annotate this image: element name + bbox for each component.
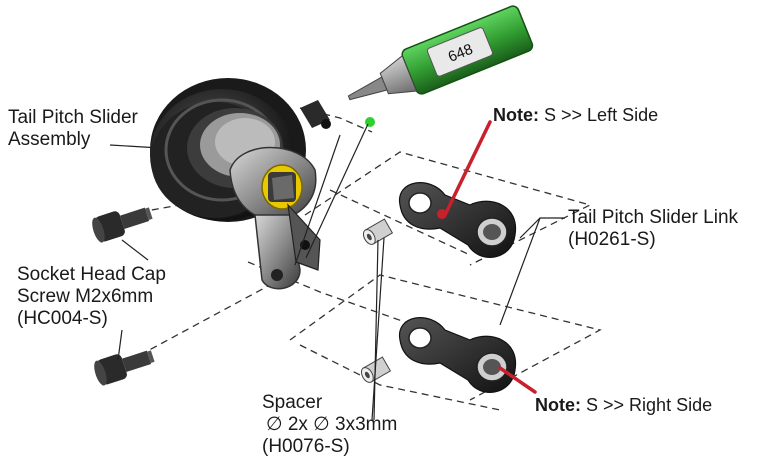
label-socket-screw-line2: Screw M2x6mm bbox=[17, 286, 154, 307]
socket-head-screw-top-icon bbox=[92, 207, 153, 243]
label-socket-screw-line1: Socket Head Cap bbox=[17, 264, 166, 285]
socket-head-screw-bottom-icon bbox=[94, 350, 155, 386]
tail-pitch-slider-assembly-icon bbox=[150, 78, 331, 290]
note-left-text: S >> Left Side bbox=[544, 105, 659, 125]
note-left-side: Note: S >> Left Side bbox=[493, 104, 658, 126]
slider-link-top-icon bbox=[399, 182, 517, 258]
label-slider-link-line1: Tail Pitch Slider Link bbox=[568, 207, 739, 228]
label-slider-assembly: Tail Pitch Slider Assembly bbox=[8, 107, 138, 151]
label-spacer-line3: (H0076-S) bbox=[262, 436, 350, 457]
note-right-text: S >> Right Side bbox=[586, 395, 713, 415]
label-spacer-line2: ∅ 2x ∅ 3x3mm bbox=[266, 414, 398, 435]
note-right-prefix: Note: bbox=[535, 395, 581, 415]
note-right-side: Note: S >> Right Side bbox=[535, 394, 712, 416]
note-pointers bbox=[443, 120, 537, 394]
label-slider-link: Tail Pitch Slider Link (H0261-S) bbox=[568, 207, 738, 251]
label-slider-assembly-line1: Tail Pitch Slider bbox=[8, 107, 138, 128]
label-socket-screw: Socket Head Cap Screw M2x6mm (HC004-S) bbox=[17, 264, 166, 330]
threadlock-tube-icon: 648 bbox=[347, 5, 534, 101]
label-slider-link-line2: (H0261-S) bbox=[568, 229, 656, 250]
spacer-bottom-icon bbox=[360, 356, 392, 383]
leader-lines bbox=[109, 123, 565, 421]
slider-link-bottom-icon bbox=[399, 317, 517, 393]
label-slider-assembly-line2: Assembly bbox=[8, 129, 91, 150]
label-socket-screw-line3: (HC004-S) bbox=[17, 308, 108, 329]
label-spacer-line1: Spacer bbox=[262, 392, 323, 413]
spacer-top-icon bbox=[362, 218, 394, 245]
note-left-prefix: Note: bbox=[493, 105, 539, 125]
label-spacer: Spacer ∅ 2x ∅ 3x3mm (H0076-S) bbox=[262, 392, 397, 458]
threadlock-drop-icon bbox=[365, 117, 375, 127]
